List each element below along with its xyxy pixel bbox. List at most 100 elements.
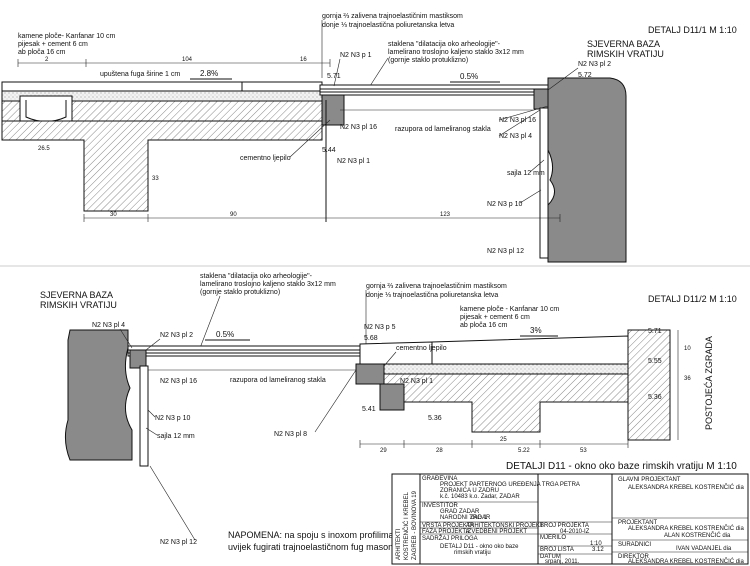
d1-sealant-bottom: donje ⅓ trajnoelastična poliuretanska le…	[322, 22, 454, 29]
svg-text:GRAĐEVINA: GRAĐEVINA	[422, 476, 457, 482]
main-title: DETALJI D11 - okno oko baze rimskih vrat…	[506, 461, 737, 472]
svg-text:5.71: 5.71	[648, 328, 662, 335]
svg-text:5.41: 5.41	[362, 406, 376, 413]
svg-text:staklena "dilatacija oko arheo: staklena "dilatacija oko arheologije"-	[200, 273, 313, 280]
svg-text:BROJ LISTA: BROJ LISTA	[540, 547, 574, 553]
d2-title: DETALJ D11/2 M 1:10	[648, 294, 737, 304]
svg-text:donje ⅓ trajnoelastična poliur: donje ⅓ trajnoelastična poliuretanska le…	[366, 292, 498, 299]
svg-text:104: 104	[182, 57, 193, 63]
svg-text:N2 N3 pl 2: N2 N3 pl 2	[160, 332, 193, 339]
svg-text:razupora od lameliranog stakla: razupora od lameliranog stakla	[395, 126, 491, 133]
d1-glass-1: staklena "dilatacija oko arheologije"-	[388, 41, 501, 48]
detail-d11-1: DETALJ D11/1 M 1:10 SJEVERNA BAZA RIMSKI…	[1, 13, 737, 263]
d2-zone-line1: SJEVERNA BAZA	[40, 290, 113, 300]
svg-text:5.36: 5.36	[428, 415, 442, 422]
svg-text:N2 N3 pl 1: N2 N3 pl 1	[400, 378, 433, 385]
d1-layer-2: pijesak + cement 6 cm	[18, 41, 88, 48]
svg-text:razupora od lameliranog stakla: razupora od lameliranog stakla	[230, 377, 326, 384]
svg-text:N2 N3 p 5: N2 N3 p 5	[364, 324, 396, 331]
svg-text:pijesak + cement 6 cm: pijesak + cement 6 cm	[460, 314, 530, 321]
svg-text:srpanj, 2011.: srpanj, 2011.	[545, 559, 580, 565]
svg-text:ZORANIĆA U ZADRU: ZORANIĆA U ZADRU	[440, 487, 499, 494]
svg-text:5.55: 5.55	[648, 358, 662, 365]
svg-text:N2 N3 pl 16: N2 N3 pl 16	[340, 124, 377, 131]
svg-text:N2 N3 pl 4: N2 N3 pl 4	[92, 322, 125, 329]
svg-text:cementno ljepilo: cementno ljepilo	[396, 345, 447, 352]
svg-text:(gornje staklo protuklizno): (gornje staklo protuklizno)	[200, 289, 280, 296]
svg-text:30: 30	[110, 212, 117, 218]
d1-layer-1: kamene ploče- Kanfanar 10 cm	[18, 33, 115, 40]
svg-text:3%: 3%	[530, 326, 542, 335]
svg-text:N2 N3 p 10: N2 N3 p 10	[487, 201, 523, 208]
svg-text:36: 36	[684, 376, 691, 382]
svg-text:5.68: 5.68	[364, 335, 378, 342]
svg-text:N2 N3 pl 2: N2 N3 pl 2	[578, 61, 611, 68]
svg-text:2: 2	[45, 57, 49, 63]
svg-text:DETALJ D11 - okno oko baze: DETALJ D11 - okno oko baze	[440, 544, 519, 550]
svg-text:04-2010-IZ: 04-2010-IZ	[560, 529, 590, 535]
svg-text:sajla 12 mm: sajla 12 mm	[507, 170, 545, 177]
svg-text:ALAN KOSTRENČIĆ dia: ALAN KOSTRENČIĆ dia	[664, 532, 731, 539]
d2-building: POSTOJEĆA ZGRADA	[704, 336, 714, 430]
svg-text:cementno ljepilo: cementno ljepilo	[240, 155, 291, 162]
d1-slope-2: 0.5%	[460, 72, 478, 81]
note-line1: NAPOMENA: na spoju s inoxom profilima	[228, 530, 394, 540]
svg-text:10: 10	[684, 346, 691, 352]
svg-text:sajla 12 mm: sajla 12 mm	[157, 433, 195, 440]
svg-text:N2 N3 p 10: N2 N3 p 10	[155, 415, 191, 422]
svg-text:N2 N3 pl 12: N2 N3 pl 12	[160, 539, 197, 546]
svg-text:N2 N3 pl 4: N2 N3 pl 4	[499, 133, 532, 140]
svg-text:29: 29	[380, 448, 387, 454]
d1-zone-line2: RIMSKIH VRATIJU	[587, 49, 664, 59]
svg-text:53: 53	[580, 448, 587, 454]
svg-text:1:10: 1:10	[590, 541, 602, 547]
svg-text:25: 25	[500, 437, 507, 443]
svg-text:0.5%: 0.5%	[216, 330, 234, 339]
d1-glass-3: (gornje staklo protuklizno)	[388, 57, 468, 64]
title-block: ARHITEKTI KOSTRENČIĆ I KREBEL ZAGREB - B…	[391, 473, 749, 565]
svg-text:kamene ploče - Kanfanar 10 cm: kamene ploče - Kanfanar 10 cm	[460, 306, 559, 313]
svg-text:ALEKSANDRA KREBEL KOSTRENČIĆ d: ALEKSANDRA KREBEL KOSTRENČIĆ dia	[628, 558, 744, 565]
svg-text:N2 N3 pl 16: N2 N3 pl 16	[160, 378, 197, 385]
svg-text:lamelirano troslojno kaljeno s: lamelirano troslojno kaljeno staklo 3x12…	[200, 281, 336, 288]
svg-text:5.22: 5.22	[518, 448, 530, 454]
svg-text:ALEKSANDRA KREBEL KOSTRENČIĆ d: ALEKSANDRA KREBEL KOSTRENČIĆ dia	[628, 525, 744, 532]
svg-text:DIREKTOR: DIREKTOR	[618, 554, 650, 560]
stamp-line3: ZAGREB - BOVINOVA 19	[412, 490, 418, 560]
svg-text:5.71: 5.71	[327, 73, 341, 80]
svg-text:N2 N3 pl 1: N2 N3 pl 1	[337, 158, 370, 165]
svg-text:VRSTA PROJEKTA: VRSTA PROJEKTA	[422, 523, 474, 529]
svg-text:N2 N3 pl 8: N2 N3 pl 8	[274, 431, 307, 438]
svg-text:N2 N3 p 1: N2 N3 p 1	[340, 52, 372, 59]
svg-text:16: 16	[300, 57, 307, 63]
svg-text:N2 N3 pl 16: N2 N3 pl 16	[499, 117, 536, 124]
svg-text:INVESTITOR: INVESTITOR	[422, 503, 459, 509]
svg-text:123: 123	[440, 212, 451, 218]
svg-text:N2 N3 pl 12: N2 N3 pl 12	[487, 248, 524, 255]
svg-text:FAZA PROJEKTA: FAZA PROJEKTA	[422, 529, 470, 535]
svg-text:90: 90	[230, 212, 237, 218]
svg-text:BROJ PROJEKTA: BROJ PROJEKTA	[540, 523, 589, 529]
d1-zone-line1: SJEVERNA BAZA	[587, 39, 660, 49]
svg-text:IVAN VADANJEL dia: IVAN VADANJEL dia	[676, 546, 732, 552]
svg-text:GRAD ZADAR: GRAD ZADAR	[440, 509, 480, 515]
svg-text:5.36: 5.36	[648, 394, 662, 401]
svg-text:ZADAR: ZADAR	[470, 515, 491, 521]
svg-text:5.44: 5.44	[322, 147, 336, 154]
svg-text:SURADNICI: SURADNICI	[618, 542, 651, 548]
svg-text:MJERILO: MJERILO	[540, 535, 566, 541]
svg-text:ALEKSANDRA KREBEL KOSTRENČIĆ d: ALEKSANDRA KREBEL KOSTRENČIĆ dia	[628, 484, 744, 491]
svg-text:ARHITEKTONSKI PROJEKT: ARHITEKTONSKI PROJEKT	[466, 523, 544, 529]
d1-glass-2: lamelirano troslojno kaljeno staklo 3x12…	[388, 49, 524, 56]
svg-text:rimskih vratiju: rimskih vratiju	[454, 550, 491, 556]
svg-text:PROJEKTANT: PROJEKTANT	[618, 520, 658, 526]
d1-layer-3: ab ploča 16 cm	[18, 49, 66, 56]
d1-slope-1: 2.8%	[200, 69, 218, 78]
svg-text:gornja ⅔ zalivena trajnoelasti: gornja ⅔ zalivena trajnoelastičnim masti…	[366, 283, 507, 290]
svg-text:k.č. 10483 k.o. Zadar, ZADAR: k.č. 10483 k.o. Zadar, ZADAR	[440, 494, 520, 500]
note-line2: uvijek fugirati trajnoelastičnom fug mas…	[228, 542, 398, 552]
stamp-line1: ARHITEKTI	[396, 528, 402, 560]
svg-text:33: 33	[152, 176, 159, 182]
svg-text:NARODNI TRG 1: NARODNI TRG 1	[440, 515, 488, 521]
